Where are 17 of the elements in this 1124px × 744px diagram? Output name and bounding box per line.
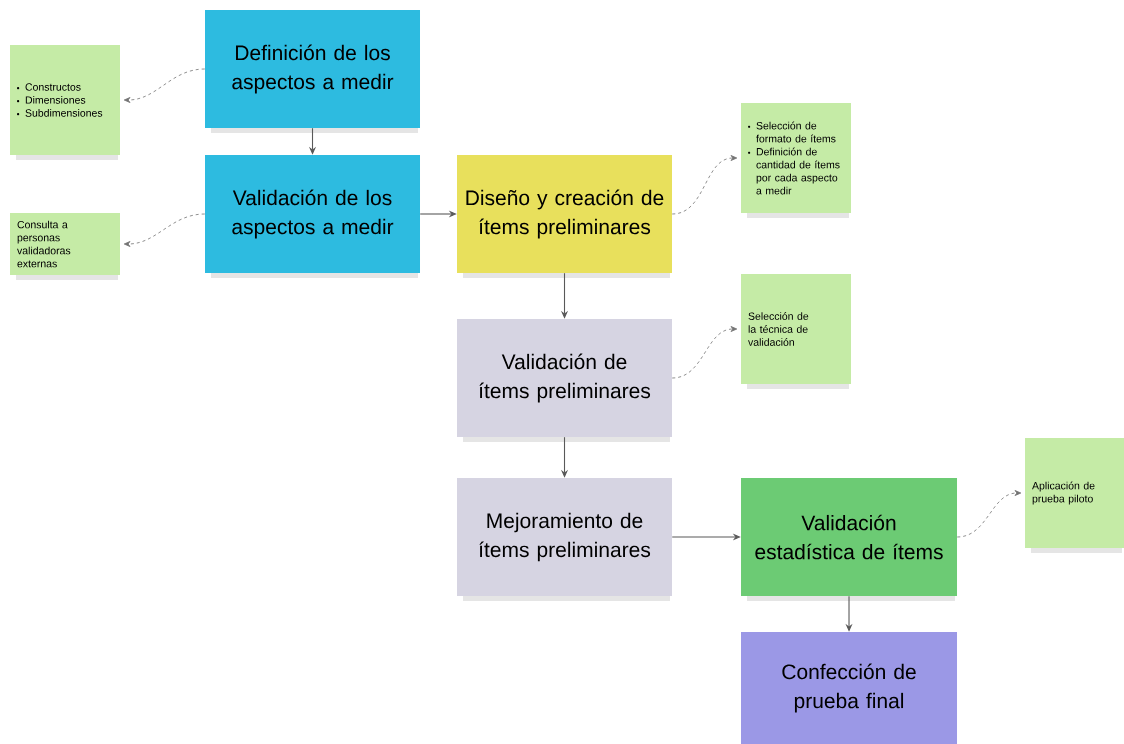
arrow [123, 213, 206, 247]
process-box: Validación estadística de ítems [741, 478, 957, 596]
sticky-note: Consulta a personas validadoras externas [10, 213, 120, 275]
arrow [671, 326, 738, 379]
process-box: Mejoramiento de ítems preliminares [457, 478, 672, 596]
process-box: Validación de los aspectos a medir [205, 155, 420, 273]
sticky-note: Selección de formato de ítems Definición de cantidad de ítems por cada aspecto a medir [741, 103, 851, 213]
arrow [956, 490, 1022, 538]
process-box: Definición de los aspectos a medir [205, 10, 420, 128]
process-box: Confección de prueba final [741, 632, 957, 744]
arrow [123, 68, 206, 103]
process-box: Validación de ítems preliminares [457, 319, 672, 437]
arrow [671, 155, 738, 215]
sticky-note: Constructos Dimensiones Subdimensiones [10, 45, 120, 155]
process-box: Diseño y creación de ítems preliminares [457, 155, 672, 273]
sticky-note: Aplicación de prueba piloto [1025, 438, 1124, 548]
sticky-note: Selección de la técnica de validación [741, 274, 851, 384]
